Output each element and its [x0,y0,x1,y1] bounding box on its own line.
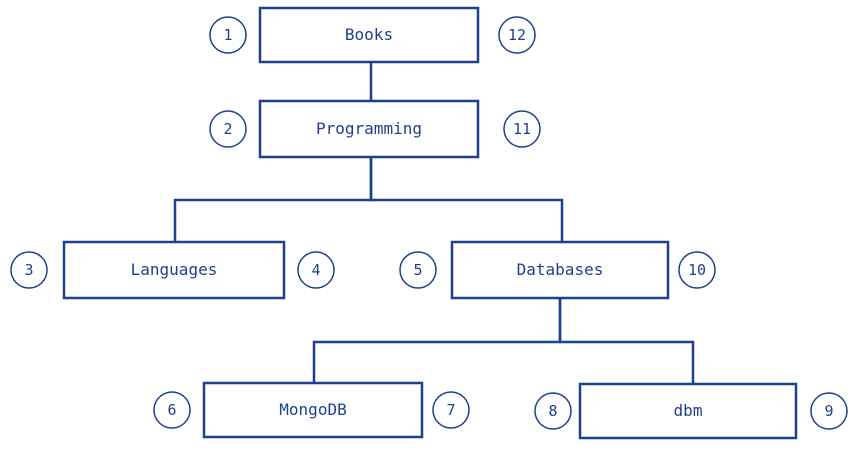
right-number-circle-books [498,16,536,54]
right-number-languages: 4 [311,261,320,279]
edge-programming-to-databases [369,157,564,242]
node-label-languages: Languages [131,260,218,279]
node-languages: Languages 3 4 [10,240,335,300]
edge-programming-to-languages [173,157,373,242]
node-box-mongodb [202,381,424,439]
left-number-books: 1 [223,26,232,44]
right-number-programming: 11 [513,120,531,138]
node-books: Books 1 12 [209,6,536,64]
right-number-books: 12 [508,26,526,44]
edge-databases-to-dbm [558,298,695,384]
node-databases: Databases 5 10 [399,240,716,300]
node-box-languages [62,240,286,300]
left-number-circle-dbm [534,392,572,430]
left-number-circle-programming [209,110,247,148]
node-box-programming [258,99,480,159]
right-number-circle-databases [678,251,716,289]
node-mongodb: MongoDB 6 7 [153,381,470,439]
node-box-dbm [578,382,798,440]
right-number-databases: 10 [688,261,706,279]
left-number-dbm: 8 [548,402,557,420]
left-number-circle-books [209,16,247,54]
tree-edges [173,62,695,384]
node-dbm: dbm 8 9 [534,382,848,440]
right-number-mongodb: 7 [446,401,455,419]
node-programming: Programming 2 11 [209,99,541,159]
left-number-circle-databases [399,251,437,289]
node-label-databases: Databases [517,260,604,279]
right-number-circle-programming [503,110,541,148]
node-label-programming: Programming [316,119,422,138]
node-label-mongodb: MongoDB [279,400,346,419]
left-number-mongodb: 6 [167,401,176,419]
left-number-programming: 2 [223,120,232,138]
node-box-books [258,6,480,64]
node-box-databases [450,240,670,300]
left-number-databases: 5 [413,261,422,279]
right-number-circle-dbm [810,392,848,430]
right-number-dbm: 9 [824,402,833,420]
right-number-circle-languages [297,251,335,289]
edge-databases-to-mongodb [312,298,562,383]
left-number-circle-mongodb [153,391,191,429]
right-number-circle-mongodb [432,391,470,429]
left-number-circle-languages [10,251,48,289]
left-number-languages: 3 [24,261,33,279]
node-label-books: Books [345,25,393,44]
node-label-dbm: dbm [674,401,703,420]
